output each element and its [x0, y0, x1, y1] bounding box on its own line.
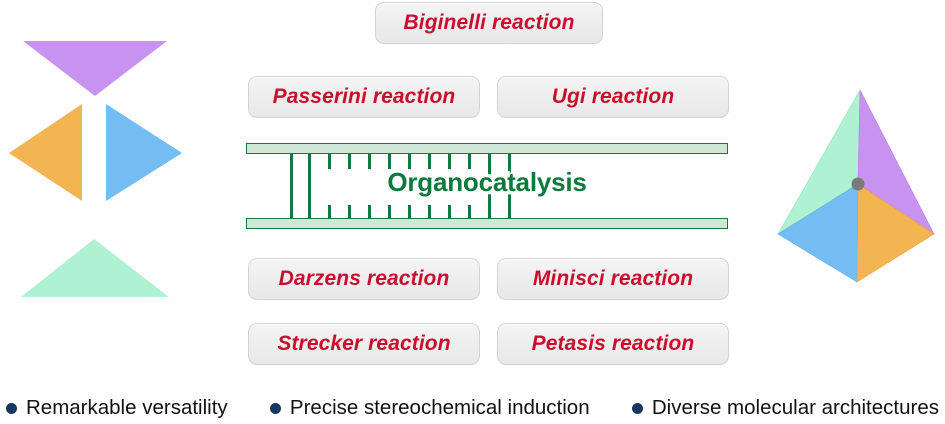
- tetrahedron-center-vertex-dot-icon: [851, 177, 865, 191]
- ladder-rung: [508, 154, 511, 218]
- caption-item-label: Precise stereochemical induction: [289, 396, 590, 419]
- ladder-rung: [328, 154, 331, 169]
- ladder-rung: [428, 154, 431, 169]
- reaction-pill-passerini[interactable]: Passerini reaction: [248, 76, 480, 118]
- bullet-dot-icon: [631, 402, 643, 414]
- caption-item-stereochemical-induction: Precise stereochemical induction: [269, 396, 590, 420]
- ladder-rung: [388, 154, 391, 169]
- reaction-pill-minisci[interactable]: Minisci reaction: [497, 258, 729, 300]
- exploded-face-orange-icon: [9, 104, 82, 201]
- ladder-rail-bottom: [246, 218, 728, 229]
- ladder-rung: [308, 154, 311, 218]
- assembled-tetrahedron: [777, 89, 935, 283]
- bullet-dot-icon: [6, 402, 17, 414]
- ladder-rung: [448, 205, 451, 218]
- ladder-rail-top: [246, 143, 728, 154]
- caption-bar: Remarkable versatility Precise stereoche…: [0, 392, 945, 424]
- ladder-rung: [448, 154, 451, 169]
- ladder-rung: [468, 154, 471, 169]
- ladder-rung: [328, 205, 331, 218]
- reaction-pill-biginelli[interactable]: Biginelli reaction: [375, 2, 603, 44]
- reaction-pill-darzens[interactable]: Darzens reaction: [248, 258, 480, 300]
- exploded-face-green-icon: [21, 239, 169, 297]
- ladder-rung: [488, 154, 491, 218]
- reaction-pill-label: Strecker reaction: [277, 332, 451, 355]
- ladder-rung: [348, 154, 351, 169]
- caption-item-molecular-architectures: Diverse molecular architectures: [631, 396, 939, 420]
- reaction-pill-petasis[interactable]: Petasis reaction: [497, 323, 729, 365]
- ladder-rung: [408, 154, 411, 169]
- reaction-pill-strecker[interactable]: Strecker reaction: [248, 323, 480, 365]
- reaction-pill-label: Petasis reaction: [531, 332, 695, 355]
- ladder-rung: [468, 205, 471, 218]
- caption-item-label: Diverse molecular architectures: [651, 396, 939, 419]
- reaction-pill-label: Biginelli reaction: [403, 11, 575, 34]
- caption-item-versatility: Remarkable versatility: [6, 396, 228, 420]
- caption-item-label: Remarkable versatility: [26, 396, 228, 419]
- ladder-rung: [368, 205, 371, 218]
- ladder-rung: [368, 154, 371, 169]
- ladder-rung: [428, 205, 431, 218]
- reaction-pill-label: Ugi reaction: [551, 85, 675, 108]
- exploded-face-blue-icon: [106, 104, 182, 201]
- exploded-tetrahedron: [9, 41, 182, 297]
- ladder-graphic: Organocatalysis: [246, 143, 728, 229]
- ladder-rung: [408, 205, 411, 218]
- reaction-pill-ugi[interactable]: Ugi reaction: [497, 76, 729, 118]
- ladder-rung: [290, 154, 293, 218]
- ladder-center-label: Organocatalysis: [387, 167, 587, 197]
- reaction-pill-label: Minisci reaction: [532, 267, 694, 290]
- ladder-rung: [348, 205, 351, 218]
- exploded-face-purple-icon: [23, 41, 167, 96]
- assembled-face-orange-icon: [856, 183, 935, 283]
- reaction-pill-label: Darzens reaction: [278, 267, 450, 290]
- bullet-dot-icon: [269, 402, 281, 414]
- ladder-rung: [388, 205, 391, 218]
- reaction-pill-label: Passerini reaction: [272, 85, 456, 108]
